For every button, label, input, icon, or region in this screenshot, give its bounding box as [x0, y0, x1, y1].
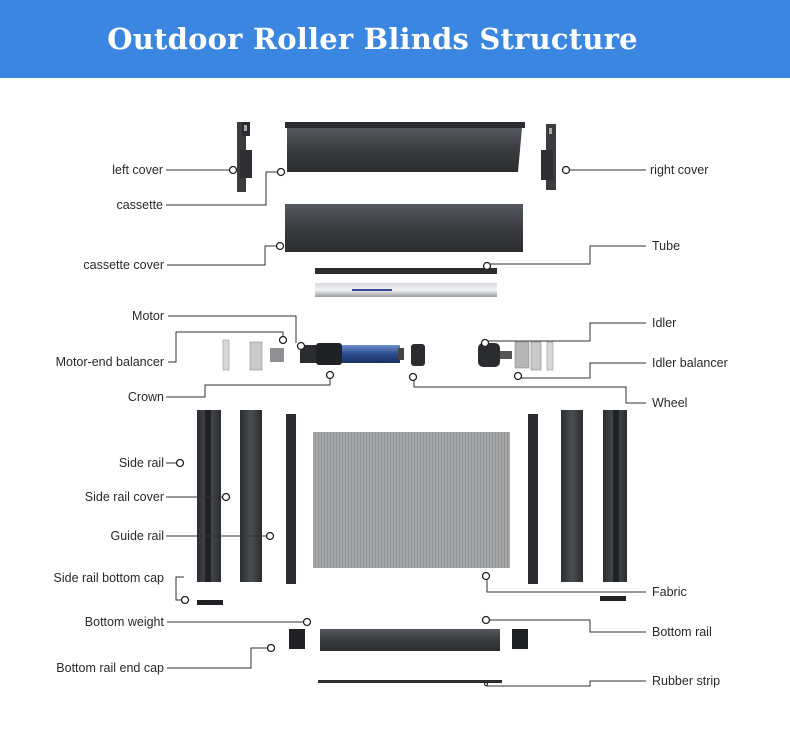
label-idler: Idler	[652, 316, 677, 330]
motor-end-balancer-part	[222, 339, 284, 371]
bottom-rail-end-cap-right-part	[512, 629, 528, 649]
label-bottom-rail-end-cap: Bottom rail end cap	[56, 661, 164, 675]
side-rail-groove	[205, 410, 211, 582]
label-idler-balancer: Idler balancer	[652, 356, 728, 370]
label-rubber-strip: Rubber strip	[652, 674, 721, 688]
right-cover-part	[541, 124, 556, 190]
label-fabric: Fabric	[652, 585, 687, 599]
callout-dots	[175, 165, 571, 653]
label-cassette: cassette	[116, 198, 163, 212]
right-side-rail-bottom-cap-part	[600, 596, 626, 601]
idler-balancer-part	[514, 341, 554, 371]
label-side-rail-bottom-cap: Side rail bottom cap	[53, 571, 164, 585]
side-rail-cover-part	[240, 410, 262, 582]
label-bottom-rail: Bottom rail	[652, 625, 712, 639]
fabric-part	[313, 432, 510, 568]
right-side-rail-cover-part	[561, 410, 583, 582]
left-cover-part	[237, 122, 252, 192]
label-motor: Motor	[132, 309, 164, 323]
label-side-rail-cover: Side rail cover	[84, 490, 164, 504]
bottom-rail-end-cap-left-part	[289, 629, 305, 649]
idler-part	[478, 343, 512, 367]
label-bottom-weight: Bottom weight	[84, 615, 164, 629]
title-banner: Outdoor Roller Blinds Structure	[0, 0, 790, 78]
motor-part	[300, 343, 404, 365]
side-rail-leaders	[166, 462, 266, 537]
label-tube: Tube	[652, 239, 681, 253]
label-wheel: Wheel	[652, 396, 688, 410]
rubber-strip-part	[318, 680, 502, 683]
label-cassette-cover: cassette cover	[83, 258, 164, 272]
tube-part	[315, 268, 497, 297]
guide-rail-part	[286, 414, 296, 584]
cassette-part	[285, 122, 525, 172]
side-rail-bottom-cap-part	[197, 600, 223, 605]
label-side-rail: Side rail	[118, 456, 164, 470]
label-motor-end-balancer: Motor-end balancer	[55, 355, 164, 369]
label-crown: Crown	[127, 390, 164, 404]
right-side-rail-groove	[613, 410, 619, 582]
wheel-part	[411, 344, 425, 366]
label-left-cover: left cover	[112, 163, 163, 177]
rubber-strip-dot	[484, 682, 488, 686]
bottom-rail-part	[320, 629, 500, 651]
leader-lines	[166, 169, 646, 687]
label-right-cover: right cover	[650, 163, 709, 177]
label-guide-rail: Guide rail	[110, 529, 165, 543]
cassette-cover-part	[285, 204, 523, 252]
page-title: Outdoor Roller Blinds Structure	[107, 22, 638, 56]
right-guide-rail-part	[528, 414, 538, 584]
